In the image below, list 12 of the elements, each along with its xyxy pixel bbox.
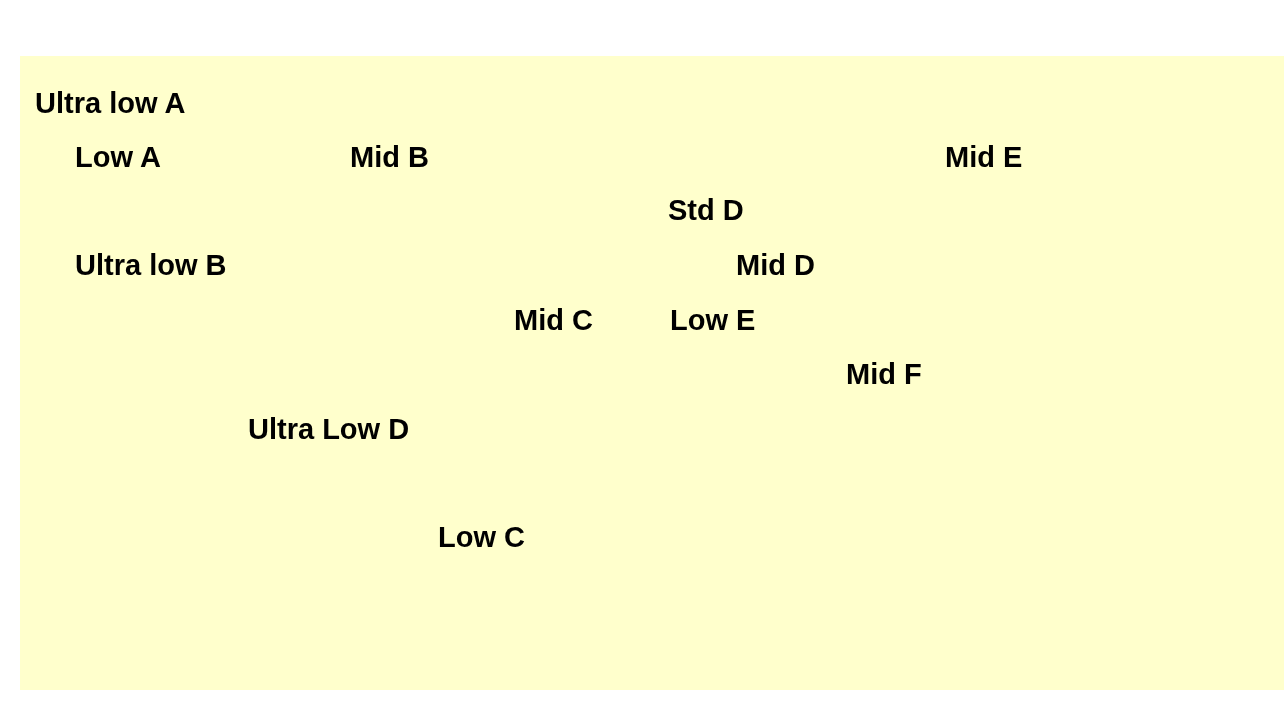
label-text: Mid F xyxy=(846,357,922,391)
label-text: Mid B xyxy=(350,140,429,174)
label-text: Low E xyxy=(670,303,756,337)
label-text: Mid E xyxy=(945,140,1023,174)
label-text: Std D xyxy=(668,193,744,227)
label-text: Ultra Low D xyxy=(248,412,410,446)
label-text: Low C xyxy=(438,520,525,554)
label-text: Ultra low B xyxy=(75,248,227,282)
label-text: Ultra low A xyxy=(35,86,186,120)
label-text: Mid C xyxy=(514,303,593,337)
label-text: Low A xyxy=(75,140,161,174)
label-text: Mid D xyxy=(736,248,815,282)
